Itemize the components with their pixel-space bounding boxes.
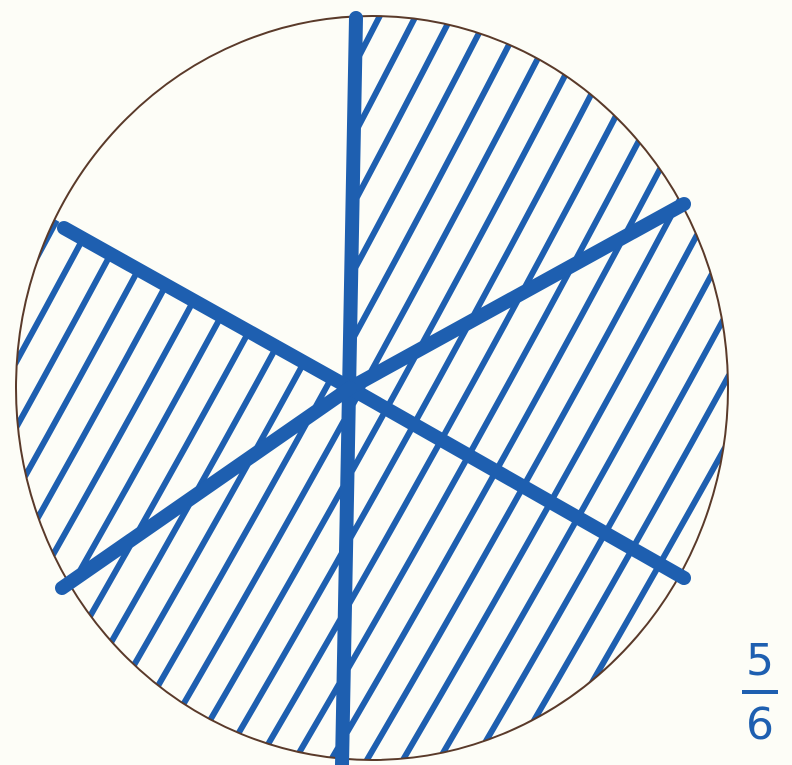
fraction-numerator: 5 xyxy=(736,636,784,686)
hatch-stroke-3 xyxy=(0,0,28,765)
diagonal-division-line-upper-left xyxy=(64,228,350,388)
hatch-stroke-25 xyxy=(400,0,792,765)
fraction-bar xyxy=(742,690,778,694)
hatch-stroke-11 xyxy=(0,0,316,765)
fraction-label: 5 6 xyxy=(736,636,784,750)
circle-outline xyxy=(16,16,728,760)
fraction-denominator: 6 xyxy=(736,700,784,750)
hatch-stroke-5 xyxy=(0,0,100,765)
hatch-stroke-9 xyxy=(0,0,244,765)
division-lines xyxy=(62,18,684,765)
hatch-stroke-4 xyxy=(0,0,64,765)
